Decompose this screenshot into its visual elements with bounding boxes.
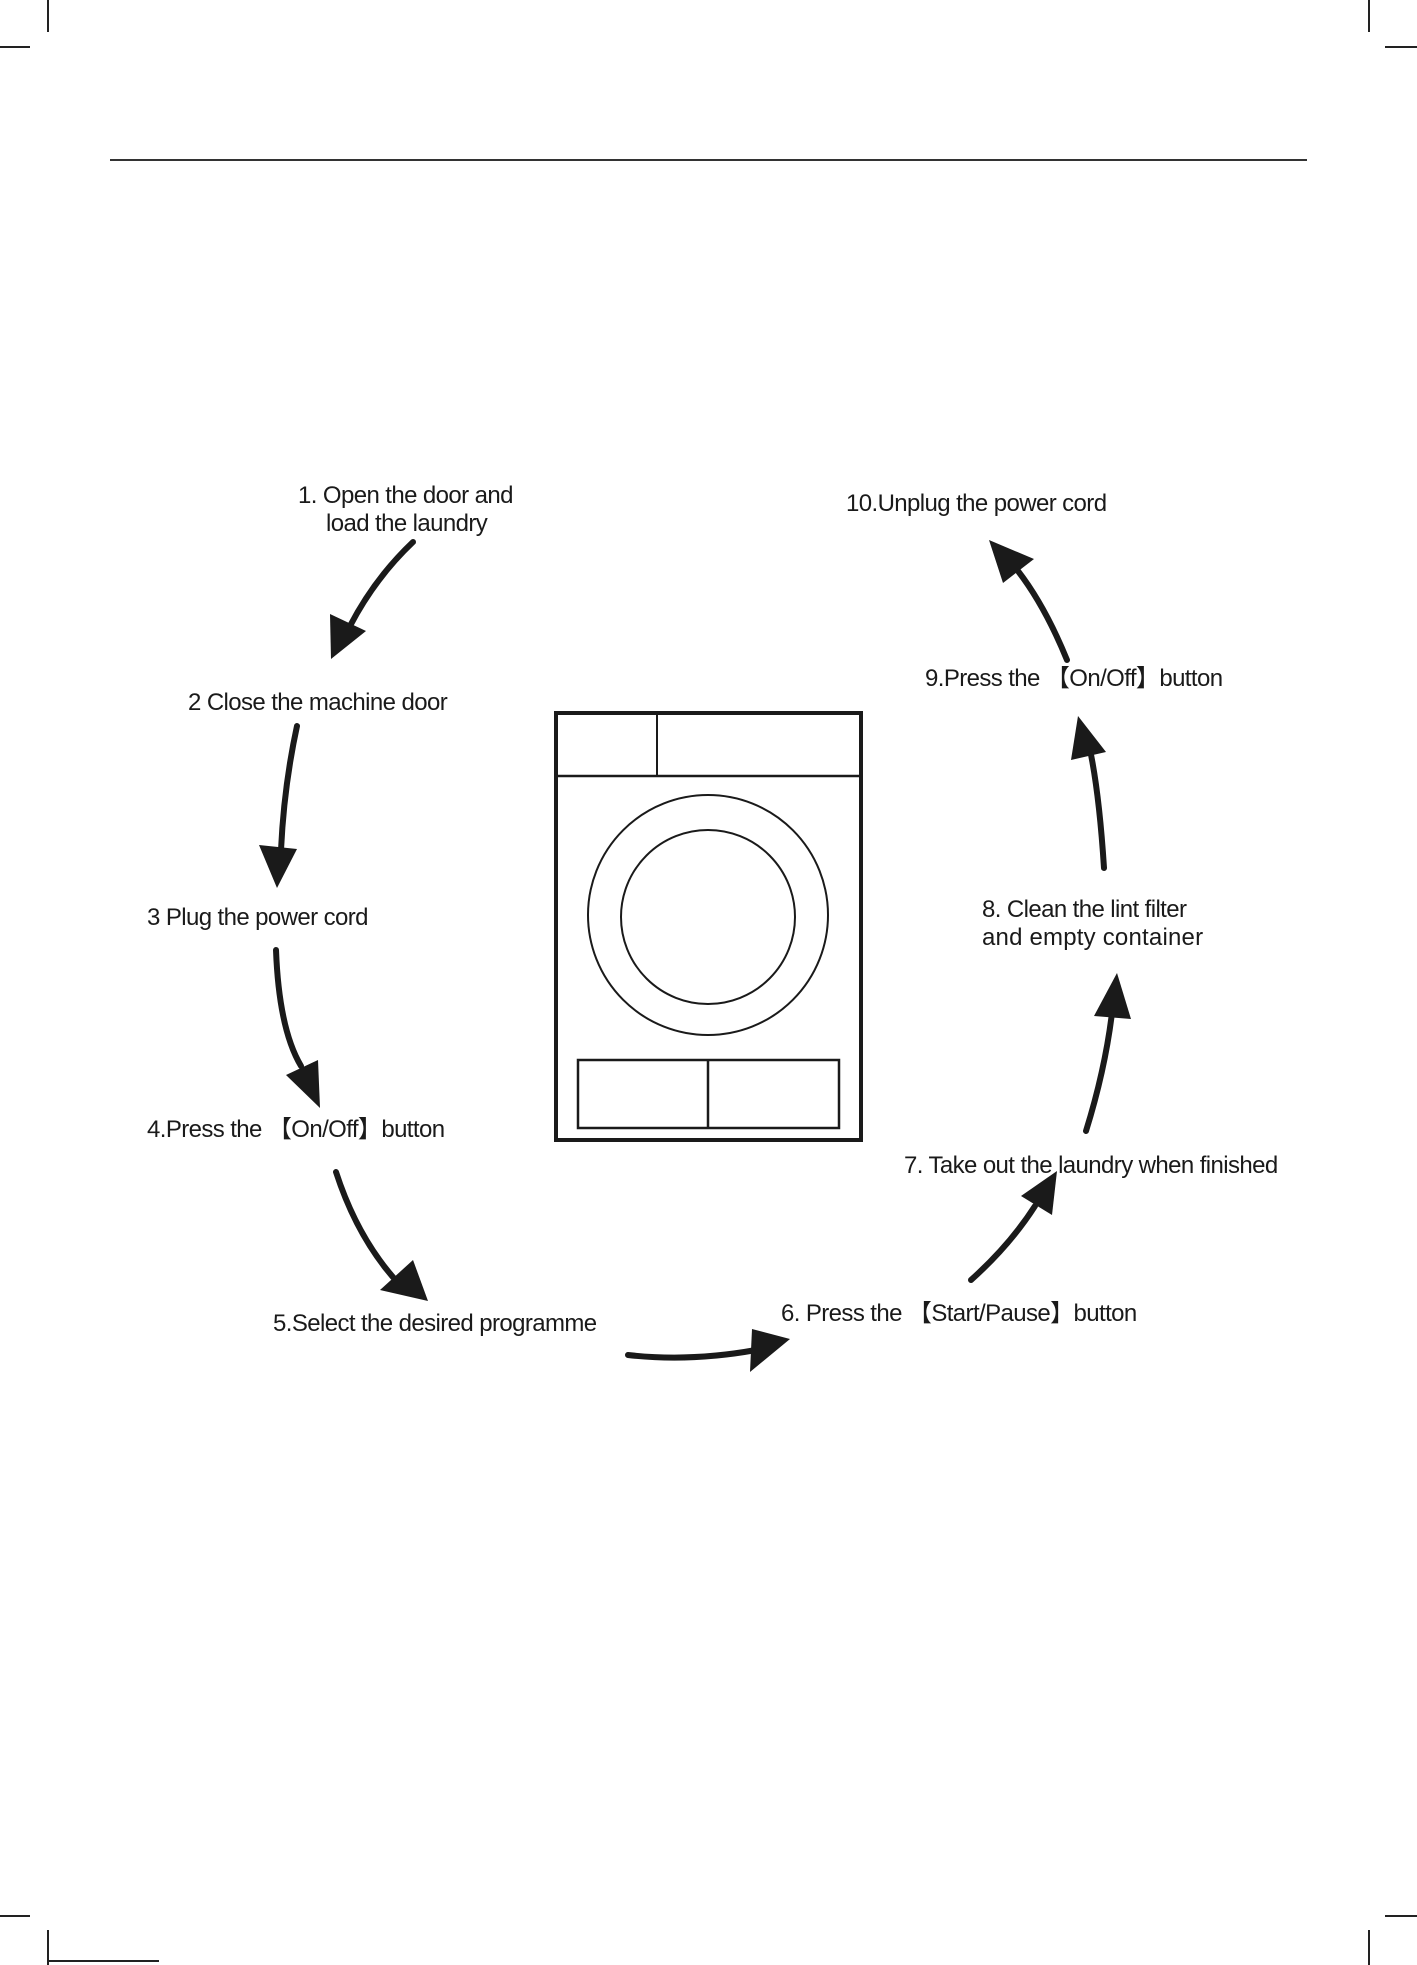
step-7-line-1: 7. Take out the laundry when finished: [904, 1152, 1278, 1179]
crop-mark-top-right-v: [1368, 0, 1370, 32]
step-8-line-2: and empty container: [982, 924, 1204, 951]
step-3-line-1: 3 Plug the power cord: [147, 904, 368, 931]
step-10-label: 10.Unplug the power cord: [846, 490, 1107, 518]
step-1-line-1: 1. Open the door and: [298, 482, 513, 509]
arrow-step8-to-step9: [1071, 716, 1107, 871]
crop-mark-top-left-v: [47, 0, 49, 32]
crop-mark-bottom-right-v: [1368, 1930, 1370, 1965]
step-2-line-1: 2 Close the machine door: [188, 689, 448, 716]
step-8-label: 8. Clean the lint filter and empty conta…: [982, 896, 1203, 952]
step-6-line-1: 6. Press the 【Start/Pause】button: [781, 1300, 1137, 1327]
step-7-label: 7. Take out the laundry when finished: [904, 1152, 1278, 1180]
step-1-label: 1. Open the door and load the laundry: [298, 482, 513, 538]
crop-mark-bottom-left-v: [47, 1930, 49, 1965]
arrow-step6-to-step7: [968, 1171, 1057, 1283]
crop-mark-bottom-baseline: [47, 1960, 159, 1962]
arrow-step7-to-step8: [1083, 973, 1131, 1134]
step-3-label: 3 Plug the power cord: [147, 904, 368, 932]
arrow-step4-to-step5: [333, 1169, 428, 1301]
step-6-label: 6. Press the 【Start/Pause】button: [781, 1300, 1137, 1328]
arrow-step3-to-step4: [273, 947, 320, 1108]
arrow-step5-to-step6: [625, 1329, 790, 1372]
step-8-line-1: 8. Clean the lint filter: [982, 896, 1187, 923]
arrow-step1-to-step2: [330, 539, 416, 659]
step-5-label: 5.Select the desired programme: [273, 1310, 597, 1338]
step-10-line-1: 10.Unplug the power cord: [846, 490, 1107, 517]
header-rule: [110, 159, 1307, 161]
crop-mark-top-left-h: [0, 46, 30, 48]
step-9-label: 9.Press the 【On/Off】button: [925, 665, 1223, 693]
arrow-step9-to-step10: [989, 540, 1070, 663]
crop-mark-bottom-right-h: [1385, 1915, 1417, 1917]
crop-mark-bottom-left-h: [0, 1915, 30, 1917]
crop-mark-top-right-h: [1385, 46, 1417, 48]
step-5-line-1: 5.Select the desired programme: [273, 1310, 597, 1337]
step-4-line-1: 4.Press the 【On/Off】button: [147, 1116, 445, 1143]
step-9-line-1: 9.Press the 【On/Off】button: [925, 665, 1223, 692]
step-4-label: 4.Press the 【On/Off】button: [147, 1116, 445, 1144]
step-1-line-2: load the laundry: [326, 510, 488, 537]
step-2-label: 2 Close the machine door: [188, 689, 448, 717]
arrow-step2-to-step3: [259, 723, 300, 888]
